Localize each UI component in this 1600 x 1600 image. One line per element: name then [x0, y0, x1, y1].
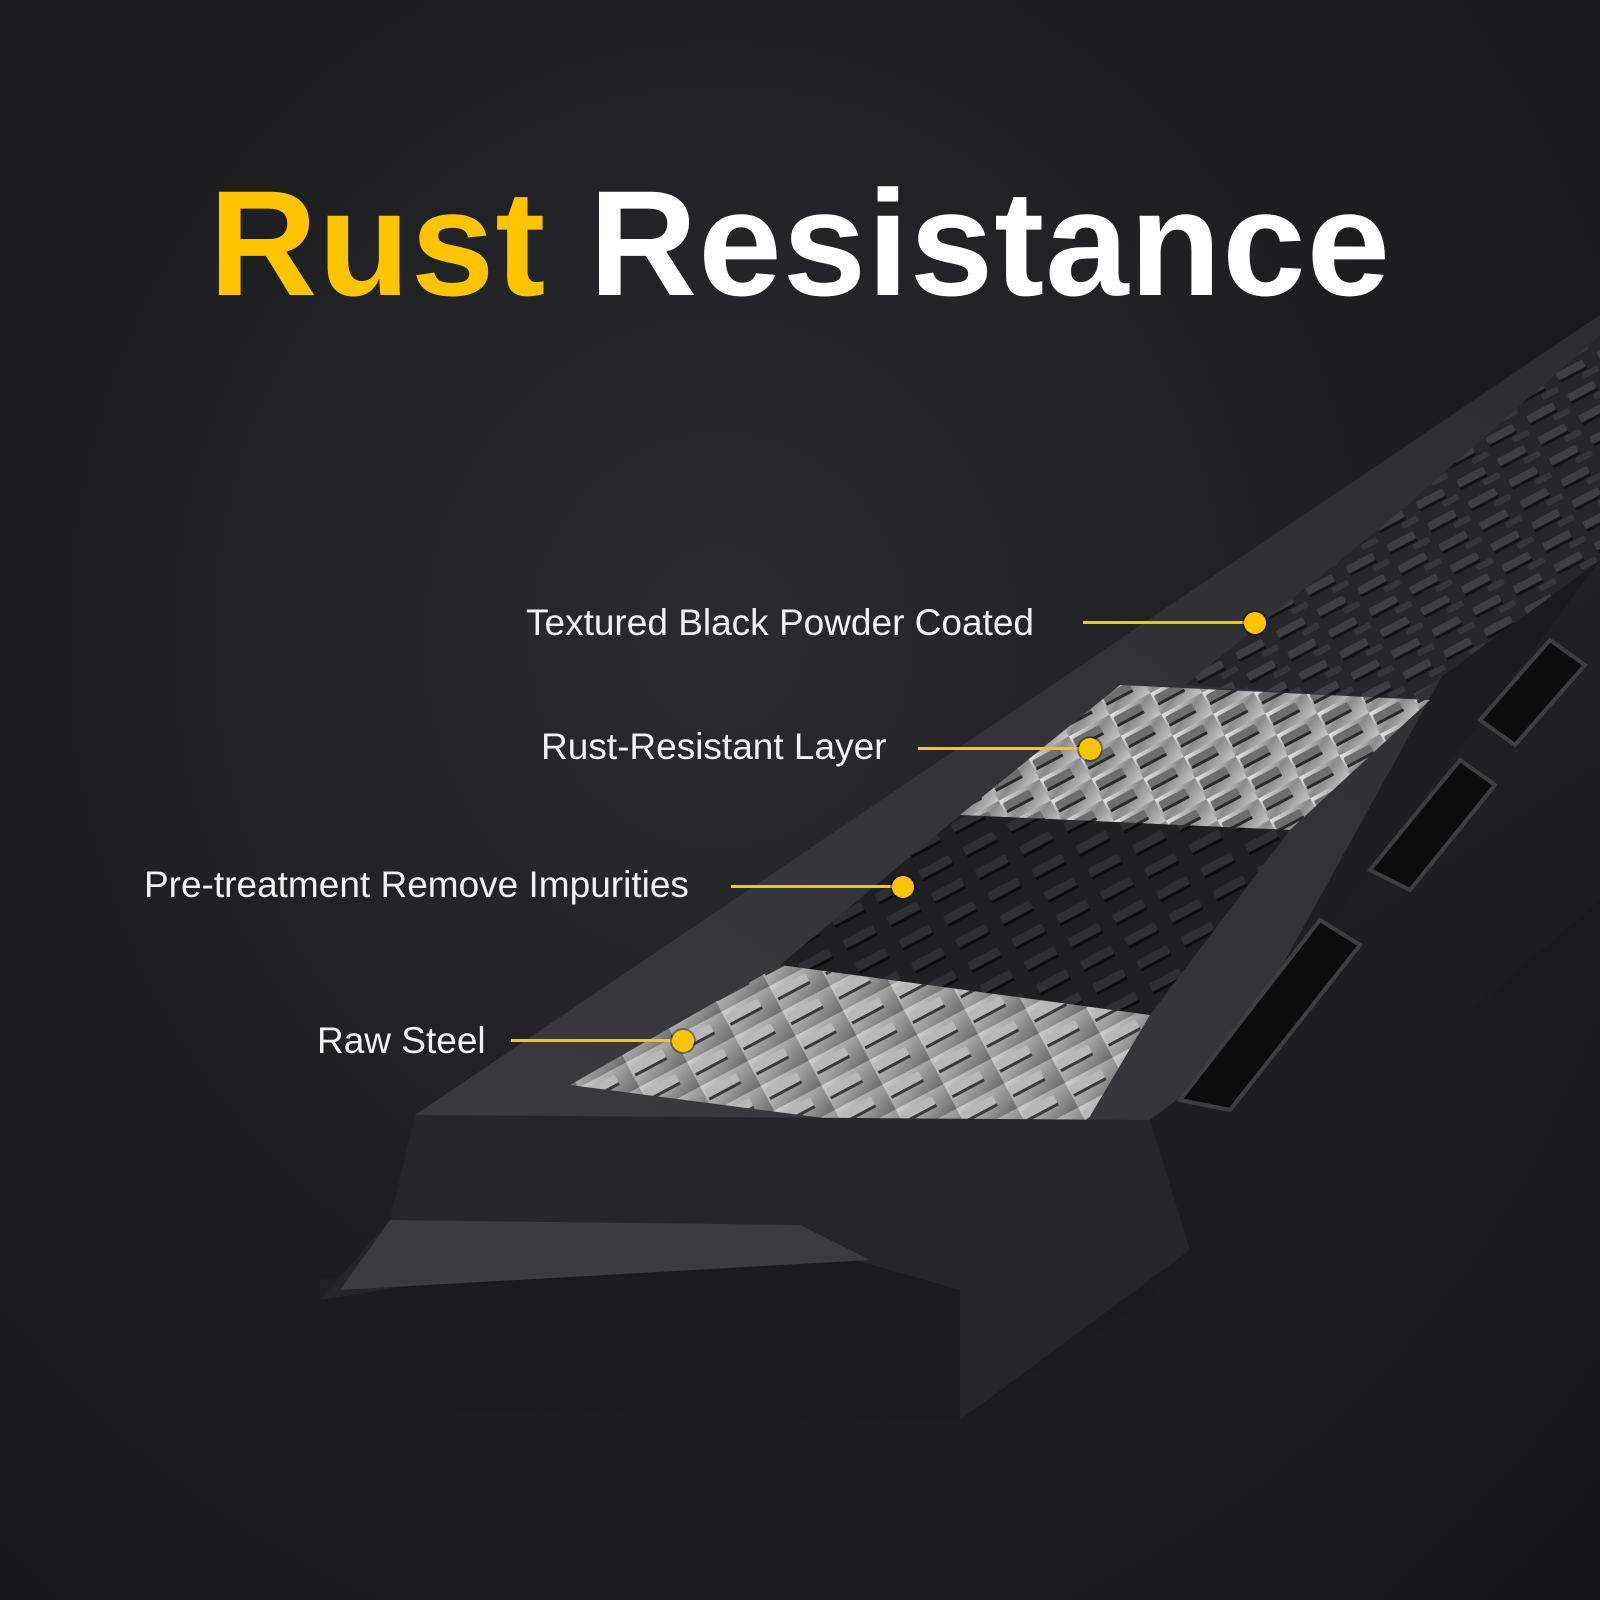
label-pre-treatment: Pre-treatment Remove Impurities [144, 864, 689, 905]
marker-dot-pre-treatment [892, 876, 914, 898]
label-raw-steel: Raw Steel [317, 1020, 486, 1061]
side-cutout-3 [1477, 637, 1588, 748]
tread-powder-coated [1185, 335, 1600, 700]
leader-line-powder-coated [1083, 621, 1255, 624]
side-cutout-1 [1176, 917, 1363, 1113]
leader-line-raw-steel [511, 1039, 686, 1042]
leader-line-rust-resistant-layer [918, 747, 1090, 750]
side-cutout-2 [1366, 757, 1498, 893]
label-powder-coated: Textured Black Powder Coated [526, 602, 1034, 643]
marker-dot-powder-coated [1244, 612, 1266, 634]
board-end-highlight [340, 1220, 870, 1290]
tread-pre-treatment [780, 815, 1290, 1015]
leader-line-pre-treatment [731, 885, 906, 888]
title-word-resistance: Resistance [588, 159, 1392, 327]
page-title: Rust Resistance [0, 168, 1600, 318]
tread-rust-resistant-layer [960, 685, 1430, 830]
marker-dot-raw-steel [672, 1030, 694, 1052]
title-word-rust: Rust [208, 159, 547, 327]
tread-raw-steel [570, 965, 1150, 1150]
board-top-rim [415, 315, 1600, 1130]
marker-dot-rust-resistant-layer [1079, 738, 1101, 760]
label-rust-resistant-layer: Rust-Resistant Layer [541, 726, 887, 767]
